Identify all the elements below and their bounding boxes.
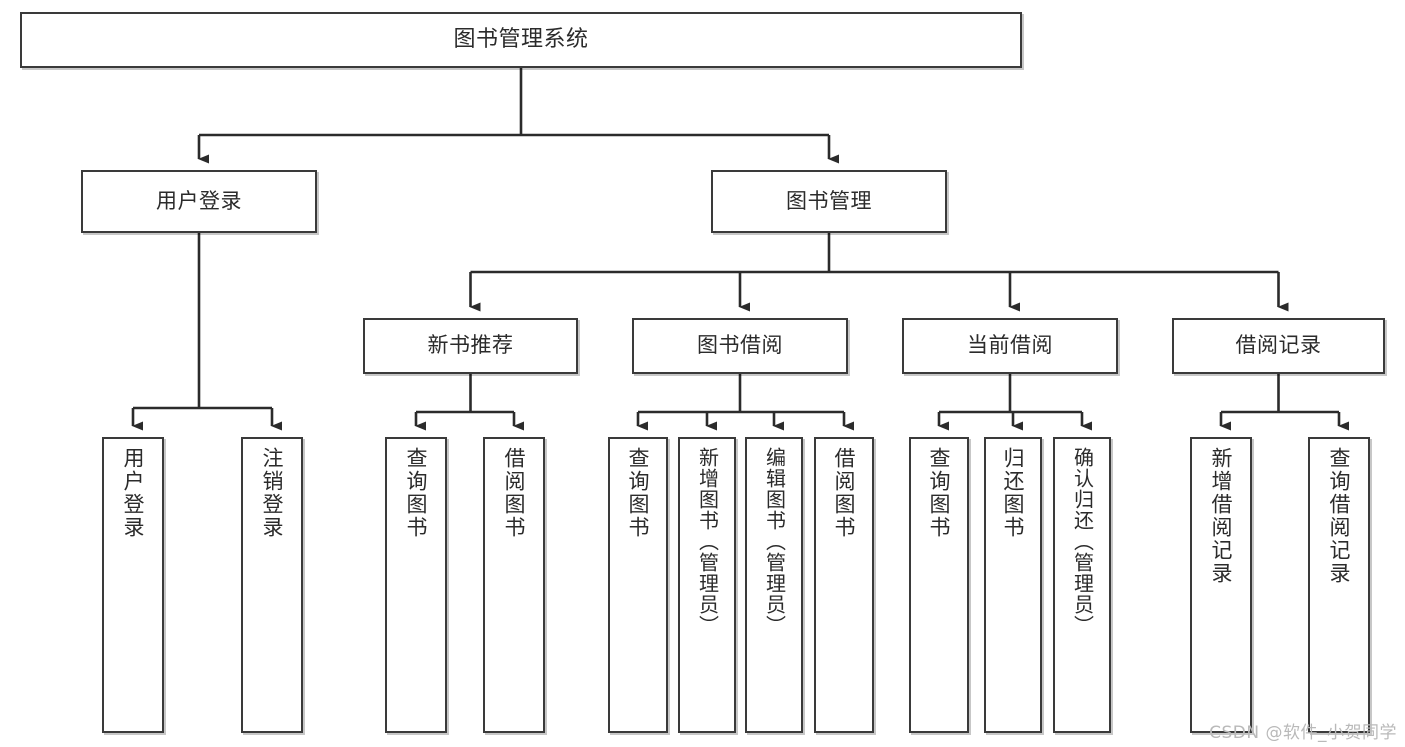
node-leaf-confirm-return[interactable]: 确认归还（管理员） bbox=[1053, 437, 1111, 733]
node-label: 图书管理 bbox=[786, 188, 872, 213]
node-new-book-rec[interactable]: 新书推荐 bbox=[363, 318, 578, 374]
node-leaf-query-book-borrow[interactable]: 查询图书 bbox=[608, 437, 668, 733]
node-root[interactable]: 图书管理系统 bbox=[20, 12, 1022, 68]
node-leaf-user-login[interactable]: 用户登录 bbox=[102, 437, 164, 733]
node-book-manage[interactable]: 图书管理 bbox=[711, 170, 947, 233]
node-leaf-add-record[interactable]: 新增借阅记录 bbox=[1190, 437, 1252, 733]
node-label: 图书借阅 bbox=[697, 333, 783, 358]
node-leaf-add-book[interactable]: 新增图书（管理员） bbox=[678, 437, 736, 733]
node-leaf-edit-book[interactable]: 编辑图书（管理员） bbox=[745, 437, 803, 733]
node-leaf-query-book-cur[interactable]: 查询图书 bbox=[909, 437, 969, 733]
node-borrow-record[interactable]: 借阅记录 bbox=[1172, 318, 1385, 374]
node-label: 查询图书 bbox=[404, 447, 429, 539]
node-label: 借阅图书 bbox=[502, 447, 527, 539]
node-label: 注销登录 bbox=[260, 447, 285, 539]
node-label: 用户登录 bbox=[156, 188, 242, 213]
node-label: 新增图书（管理员） bbox=[695, 447, 720, 636]
node-label: 查询图书 bbox=[626, 447, 651, 539]
node-label: 借阅记录 bbox=[1235, 333, 1322, 358]
node-leaf-return-book[interactable]: 归还图书 bbox=[984, 437, 1042, 733]
node-label: 查询借阅记录 bbox=[1327, 447, 1352, 585]
node-label: 当前借阅 bbox=[967, 333, 1053, 358]
node-current-borrow[interactable]: 当前借阅 bbox=[902, 318, 1118, 374]
node-user-login[interactable]: 用户登录 bbox=[81, 170, 317, 233]
node-label: 编辑图书（管理员） bbox=[762, 447, 787, 636]
node-label: 确认归还（管理员） bbox=[1070, 447, 1095, 636]
node-leaf-query-book-rec[interactable]: 查询图书 bbox=[385, 437, 447, 733]
node-leaf-user-logout[interactable]: 注销登录 bbox=[241, 437, 303, 733]
node-label: 用户登录 bbox=[121, 447, 146, 539]
node-label: 新书推荐 bbox=[427, 333, 514, 358]
node-label: 新增借阅记录 bbox=[1209, 447, 1234, 585]
node-label: 查询图书 bbox=[927, 447, 952, 539]
node-label: 借阅图书 bbox=[832, 447, 857, 539]
watermark-text: CSDN @软件_小贺同学 bbox=[1209, 723, 1397, 743]
node-label: 图书管理系统 bbox=[453, 26, 589, 52]
node-leaf-borrow-book-rec[interactable]: 借阅图书 bbox=[483, 437, 545, 733]
node-label: 归还图书 bbox=[1001, 447, 1026, 539]
node-book-borrow[interactable]: 图书借阅 bbox=[632, 318, 848, 374]
node-leaf-query-record[interactable]: 查询借阅记录 bbox=[1308, 437, 1370, 733]
node-leaf-borrow-book[interactable]: 借阅图书 bbox=[814, 437, 874, 733]
